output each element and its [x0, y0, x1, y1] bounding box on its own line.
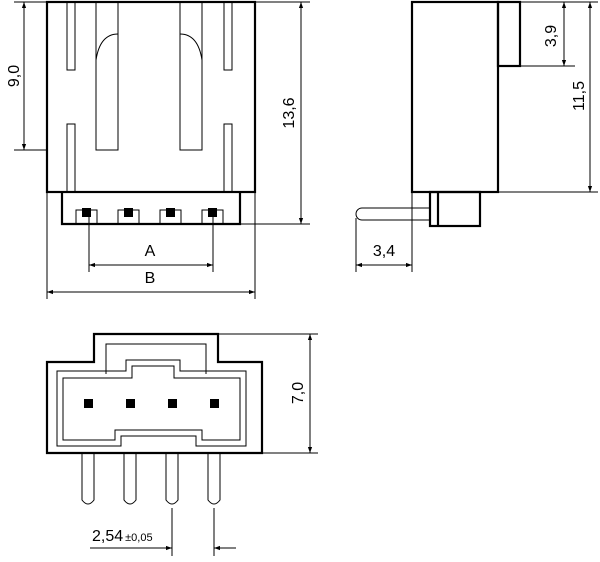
front-latch-left	[95, 1, 119, 151]
dim-pitch-label: 2,54±0,05	[92, 528, 153, 545]
dim-front-13: 13,6	[240, 1, 310, 225]
front-view: 9,0 13,6 A B	[6, 0, 310, 299]
dim-pitch-main: 2,54	[92, 528, 123, 545]
front-pin-1	[82, 208, 91, 217]
dim-side-3-4: 3,4	[355, 192, 413, 272]
front-pin-4	[208, 208, 217, 217]
bottom-pin-2	[126, 399, 135, 408]
front-housing-outline	[45, 0, 257, 194]
front-latch-right-curve	[179, 33, 203, 61]
dim-front-9: 9,0	[6, 1, 47, 151]
side-housing-outline	[410, 0, 500, 194]
dim-side-11-5: 11,5	[498, 1, 598, 193]
dim-front-9-label: 9,0	[6, 65, 23, 87]
front-pin-2	[124, 208, 133, 217]
bottom-key-slot	[105, 343, 207, 374]
bottom-pin-4	[210, 399, 219, 408]
front-slot-upper-right	[223, 1, 233, 71]
dim-side-11-5-label: 11,5	[571, 81, 588, 111]
front-base-outline	[60, 192, 242, 226]
side-pin	[355, 207, 430, 221]
front-pin-sockets	[75, 208, 224, 224]
bottom-outer-outline	[45, 332, 264, 455]
dim-front-13-label: 13,6	[281, 97, 298, 128]
bottom-pin-leg-4	[207, 453, 221, 505]
bottom-pin-3	[168, 399, 177, 408]
bottom-pin-leg-2	[123, 453, 137, 505]
bottom-cavity-inner	[62, 365, 241, 441]
side-latch-tab	[496, 0, 522, 68]
side-view: 3,9 11,5 3,4	[355, 0, 598, 272]
dim-B: B	[46, 192, 256, 299]
bottom-cavity-outer	[56, 359, 247, 447]
dim-side-3-9-label: 3,9	[543, 25, 560, 47]
front-latch-right	[179, 1, 203, 151]
dim-pitch: 2,54±0,05	[90, 508, 236, 556]
dim-A-label: A	[145, 243, 156, 260]
dim-bottom-7: 7,0	[218, 333, 318, 454]
side-base	[428, 190, 482, 228]
dim-A: A	[88, 217, 214, 272]
dim-bottom-7-label: 7,0	[290, 382, 307, 404]
bottom-pin-leg-3	[165, 453, 179, 505]
dim-pitch-tolerance: ±0,05	[125, 532, 152, 544]
bottom-pin-1	[84, 399, 93, 408]
front-slot-lower-right	[223, 123, 233, 193]
bottom-view: 7,0 2,54±0,05	[45, 332, 318, 556]
front-latch-left-curve	[95, 33, 119, 61]
dim-B-label: B	[145, 270, 156, 287]
dim-side-3-4-label: 3,4	[373, 243, 395, 260]
dim-side-3-9: 3,9	[520, 1, 575, 67]
front-pin-3	[166, 208, 175, 217]
front-slot-lower-left	[66, 123, 76, 193]
front-slot-upper-left	[66, 1, 76, 71]
bottom-pin-leg-1	[81, 453, 95, 505]
